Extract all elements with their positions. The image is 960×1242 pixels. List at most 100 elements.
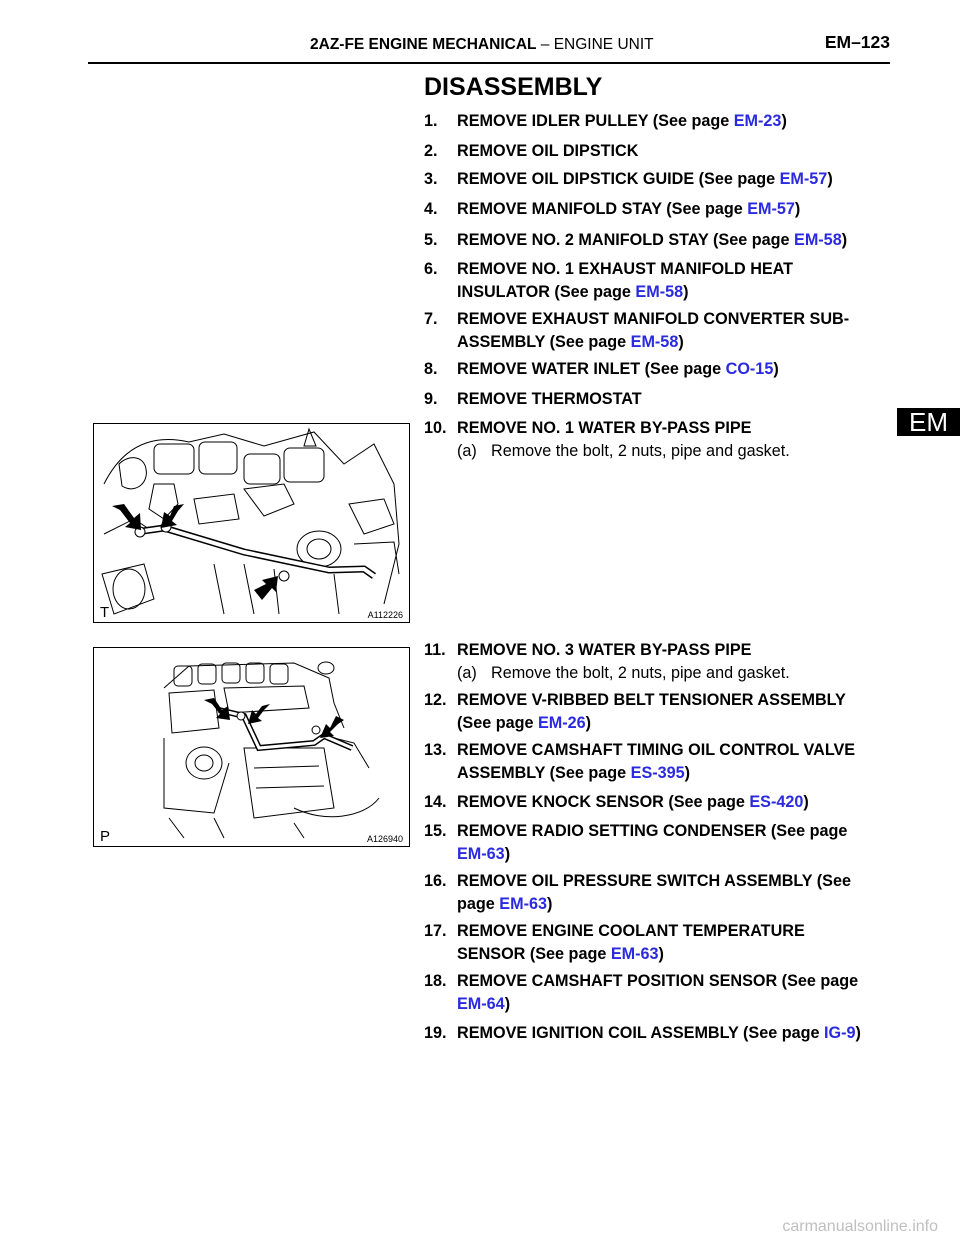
header-title-bold: 2AZ-FE ENGINE MECHANICAL: [310, 36, 537, 53]
figure-water-bypass-pipe-1: T A112226: [93, 423, 410, 623]
step-number: 17.: [424, 922, 447, 940]
page-reference-link[interactable]: EM-63: [499, 895, 547, 913]
step-text: REMOVE NO. 2 MANIFOLD STAY (See page EM-…: [457, 230, 847, 251]
step-text: REMOVE KNOCK SENSOR (See page ES-420): [457, 792, 809, 813]
step-text: REMOVE OIL DIPSTICK GUIDE (See page EM-5…: [457, 169, 833, 190]
step-text: REMOVE OIL PRESSURE SWITCH ASSEMBLY (See: [457, 871, 851, 892]
step-text-main: REMOVE V-RIBBED BELT TENSIONER ASSEMBLY: [457, 691, 846, 709]
step-text-main: REMOVE MANIFOLD STAY (See page: [457, 200, 748, 218]
page-reference-link[interactable]: EM-23: [733, 112, 782, 130]
step-number: 19.: [424, 1024, 447, 1042]
step-text: REMOVE ENGINE COOLANT TEMPERATURE: [457, 921, 805, 942]
step-text-main: page: [457, 895, 500, 913]
step-number: 15.: [424, 822, 447, 840]
sub-step-label: (a): [457, 664, 477, 682]
sub-step-text: Remove the bolt, 2 nuts, pipe and gasket…: [491, 664, 790, 682]
header-rule: [88, 62, 890, 64]
step-number: 6.: [424, 260, 438, 278]
step-number: 1.: [424, 112, 438, 130]
page-reference-link[interactable]: IG-9: [824, 1024, 856, 1042]
step-text: page EM-63): [457, 894, 552, 915]
section-title: DISASSEMBLY: [424, 73, 603, 101]
step-text-close: ): [504, 845, 511, 863]
step-number: 16.: [424, 872, 447, 890]
page-reference-link[interactable]: CO-15: [725, 360, 774, 378]
header-title: 2AZ-FE ENGINE MECHANICAL – ENGINE UNIT: [310, 36, 654, 54]
step-number: 11.: [424, 641, 446, 659]
page-reference-link[interactable]: EM-26: [537, 714, 586, 732]
step-text: ASSEMBLY (See page ES-395): [457, 763, 690, 784]
figure-water-bypass-pipe-3: P A126940: [93, 647, 410, 847]
step-number: 4.: [424, 200, 438, 218]
step-text-close: ): [678, 333, 684, 351]
step-text-close: ): [684, 764, 691, 782]
step-number: 2.: [424, 142, 438, 160]
figure-code: A126940: [366, 834, 403, 844]
step-text-close: ): [803, 793, 809, 811]
figure-letter: T: [100, 604, 110, 621]
step-text-main: REMOVE EXHAUST MANIFOLD CONVERTER SUB-: [457, 310, 850, 328]
step-text: REMOVE NO. 1 WATER BY-PASS PIPE: [457, 418, 751, 439]
sub-step-text: Remove the bolt, 2 nuts, pipe and gasket…: [491, 442, 790, 460]
step-text-main: REMOVE KNOCK SENSOR (See page: [457, 793, 750, 811]
step-text: REMOVE NO. 1 EXHAUST MANIFOLD HEAT: [457, 259, 793, 280]
step-text: REMOVE EXHAUST MANIFOLD CONVERTER SUB-: [457, 309, 849, 330]
page-code: EM–123: [824, 32, 890, 52]
step-text-main: REMOVE OIL DIPSTICK: [457, 142, 639, 160]
step-text-main: REMOVE CAMSHAFT POSITION SENSOR (See pag…: [457, 972, 859, 990]
page-reference-link[interactable]: ES-395: [630, 764, 685, 782]
step-text-close: ): [841, 231, 848, 249]
step-number: 8.: [424, 360, 438, 378]
step-number: 13.: [424, 741, 447, 759]
step-text-main: REMOVE IDLER PULLEY (See page: [457, 112, 734, 130]
step-text: ASSEMBLY (See page EM-58): [457, 332, 684, 353]
step-text-close: ): [546, 895, 553, 913]
page-reference-link[interactable]: EM-57: [779, 170, 828, 188]
step-text: REMOVE THERMOSTAT: [457, 389, 642, 410]
step-text: REMOVE MANIFOLD STAY (See page EM-57): [457, 199, 800, 220]
step-text: REMOVE CAMSHAFT POSITION SENSOR (See pag…: [457, 971, 858, 992]
watermark: carmanualsonline.info: [782, 1218, 938, 1235]
step-text: REMOVE IDLER PULLEY (See page EM-23): [457, 111, 787, 132]
step-text-close: ): [658, 945, 664, 963]
page-reference-link[interactable]: EM-58: [630, 333, 679, 351]
step-text-main: REMOVE WATER INLET (See page: [457, 360, 726, 378]
step-text-close: ): [827, 170, 833, 188]
header-title-rest: – ENGINE UNIT: [540, 36, 654, 53]
page-reference-link[interactable]: ES-420: [749, 793, 804, 811]
step-number: 5.: [424, 231, 438, 249]
figure-letter: P: [100, 828, 111, 845]
sub-step-label: (a): [457, 442, 477, 460]
step-text-close: ): [504, 995, 511, 1013]
page-reference-link[interactable]: EM-57: [747, 200, 795, 218]
page-reference-link[interactable]: EM-63: [610, 945, 659, 963]
engine-illustration-2: [163, 661, 380, 839]
step-text-main: REMOVE NO. 1 EXHAUST MANIFOLD HEAT: [457, 260, 794, 278]
figure-code: A112226: [367, 610, 403, 620]
step-text-main: REMOVE OIL DIPSTICK GUIDE (See page: [457, 170, 780, 188]
step-text-main: INSULATOR (See page: [457, 283, 636, 301]
page-reference-link[interactable]: EM-63: [457, 845, 505, 863]
step-text: (See page EM-26): [457, 713, 591, 734]
step-text: REMOVE CAMSHAFT TIMING OIL CONTROL VALVE: [457, 740, 855, 761]
step-text: REMOVE OIL DIPSTICK: [457, 141, 638, 162]
page-reference-link[interactable]: EM-58: [794, 231, 842, 249]
step-text: SENSOR (See page EM-63): [457, 944, 664, 965]
step-text: REMOVE WATER INLET (See page CO-15): [457, 359, 779, 380]
step-text-main: ASSEMBLY (See page: [457, 764, 631, 782]
step-number: 7.: [424, 310, 438, 328]
step-text: INSULATOR (See page EM-58): [457, 282, 688, 303]
page-reference-link[interactable]: EM-58: [635, 283, 684, 301]
step-text-close: ): [683, 283, 689, 301]
step-text-main: SENSOR (See page: [457, 945, 611, 963]
step-text-main: REMOVE OIL PRESSURE SWITCH ASSEMBLY (See: [457, 872, 851, 890]
step-text-main: REMOVE ENGINE COOLANT TEMPERATURE: [457, 922, 805, 940]
step-text-main: (See page: [457, 714, 538, 732]
engine-illustration-1: [101, 427, 400, 615]
step-text-close: ): [781, 112, 787, 130]
step-text-main: REMOVE CAMSHAFT TIMING OIL CONTROL VALVE: [457, 741, 856, 759]
step-text: REMOVE NO. 3 WATER BY-PASS PIPE: [457, 640, 751, 661]
step-text-main: REMOVE IGNITION COIL ASSEMBLY (See page: [457, 1024, 824, 1042]
page-reference-link[interactable]: EM-64: [457, 995, 505, 1013]
step-number: 14.: [424, 793, 447, 811]
